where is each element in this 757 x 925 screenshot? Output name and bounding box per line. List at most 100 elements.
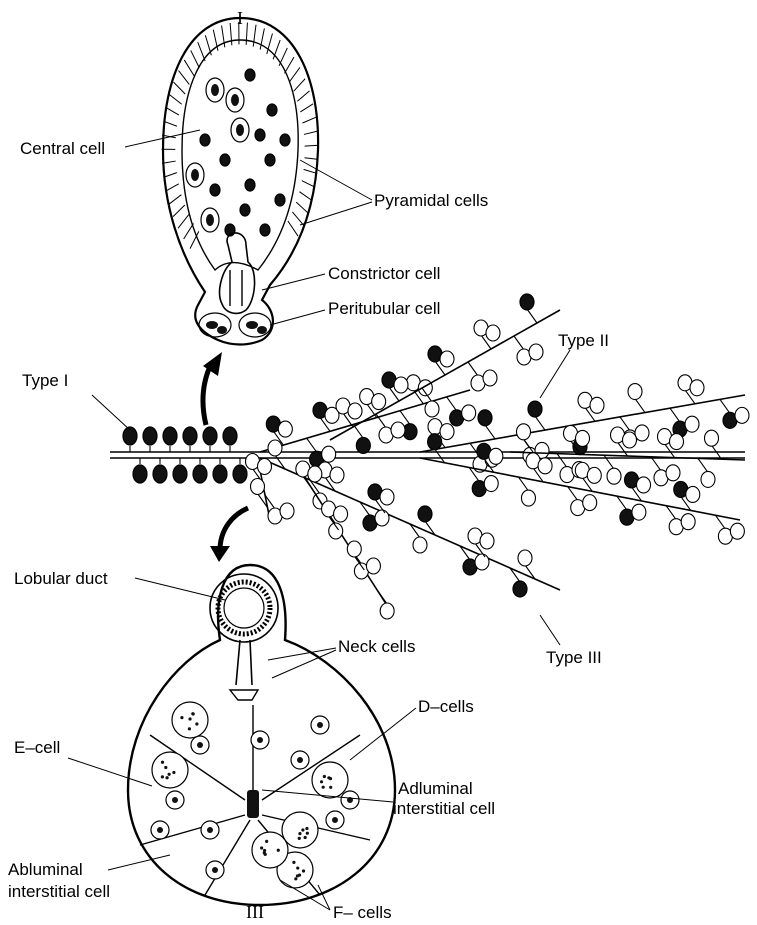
striation bbox=[285, 57, 294, 73]
acinus bbox=[528, 401, 542, 417]
striation bbox=[178, 215, 189, 229]
nucleus bbox=[260, 224, 270, 236]
acinus bbox=[163, 427, 177, 445]
duct-twig bbox=[377, 590, 387, 604]
granule bbox=[292, 861, 295, 864]
striation bbox=[299, 192, 312, 201]
granule bbox=[294, 877, 297, 880]
leader-type-ii bbox=[540, 350, 570, 398]
granule bbox=[207, 827, 213, 833]
acinus bbox=[440, 351, 454, 367]
granule bbox=[161, 761, 164, 764]
acinus bbox=[372, 394, 386, 410]
striation bbox=[163, 173, 176, 178]
duct-twig bbox=[651, 457, 661, 471]
acinus bbox=[428, 434, 442, 450]
granule bbox=[305, 827, 308, 830]
leader-peritubular-cell bbox=[270, 310, 325, 325]
acinus bbox=[637, 477, 651, 493]
striation bbox=[184, 223, 194, 239]
striation bbox=[246, 23, 247, 45]
granule bbox=[329, 786, 332, 789]
nucleolus bbox=[206, 214, 214, 226]
duct-twig bbox=[468, 362, 478, 376]
leader-type-iii bbox=[540, 615, 560, 645]
granule bbox=[264, 853, 267, 856]
acinus bbox=[483, 370, 497, 386]
striation bbox=[184, 60, 194, 76]
label-f-cells: F– cells bbox=[333, 903, 392, 922]
granule bbox=[323, 775, 326, 778]
duct-twig bbox=[635, 399, 645, 413]
acinus bbox=[322, 446, 336, 462]
granule bbox=[306, 832, 309, 835]
granule bbox=[195, 722, 198, 725]
striation bbox=[279, 48, 287, 66]
label-pyramidal-cells: Pyramidal cells bbox=[374, 191, 488, 210]
granule bbox=[298, 832, 301, 835]
nucleus bbox=[240, 204, 250, 216]
striation bbox=[253, 25, 256, 47]
acinus bbox=[356, 437, 370, 453]
acinus bbox=[628, 384, 642, 400]
duct-twig bbox=[307, 438, 317, 452]
duct-twig bbox=[535, 416, 545, 430]
acinus bbox=[380, 603, 394, 619]
acinus bbox=[681, 514, 695, 530]
acinus bbox=[425, 401, 439, 417]
granule bbox=[192, 712, 195, 715]
acinus bbox=[701, 471, 715, 487]
granule bbox=[257, 737, 263, 743]
granule bbox=[302, 869, 305, 872]
striation bbox=[289, 67, 299, 81]
acinus bbox=[280, 503, 294, 519]
striation bbox=[173, 205, 185, 217]
acinus bbox=[366, 558, 380, 574]
duct-twig bbox=[514, 336, 524, 350]
acinus bbox=[517, 424, 531, 440]
striation bbox=[166, 108, 179, 115]
granule bbox=[188, 727, 191, 730]
acinus bbox=[686, 486, 700, 502]
acinus bbox=[268, 440, 282, 456]
acinus bbox=[348, 403, 362, 419]
acinus bbox=[308, 466, 322, 482]
acinus bbox=[375, 510, 389, 526]
acinus bbox=[521, 490, 535, 506]
label-abluminal-line1: Abluminal bbox=[8, 860, 83, 879]
acinus bbox=[394, 377, 408, 393]
striation bbox=[198, 42, 205, 61]
granule bbox=[188, 717, 191, 720]
striation bbox=[304, 169, 317, 173]
label-e-cell: E–cell bbox=[14, 738, 60, 757]
striation bbox=[230, 23, 232, 45]
acinus bbox=[475, 554, 489, 570]
acinus bbox=[347, 541, 361, 557]
label-lobular-duct: Lobular duct bbox=[14, 569, 108, 588]
acinus bbox=[685, 416, 699, 432]
arrow-down-to-type-iii bbox=[210, 508, 248, 562]
leader-e-cell bbox=[68, 758, 152, 786]
acinus bbox=[480, 533, 494, 549]
label-peritubular-cell: Peritubular cell bbox=[328, 299, 440, 318]
granule bbox=[180, 716, 183, 719]
striation bbox=[292, 212, 303, 225]
nucleolus bbox=[236, 124, 244, 136]
nucleolus bbox=[231, 94, 239, 106]
striation bbox=[205, 35, 211, 55]
granule bbox=[277, 849, 280, 852]
granule bbox=[320, 780, 323, 783]
granule bbox=[265, 840, 268, 843]
acinus bbox=[690, 380, 704, 396]
arrow-up-to-type-i bbox=[203, 352, 222, 425]
nucleus bbox=[255, 129, 265, 141]
striation bbox=[288, 221, 298, 236]
acinus bbox=[334, 506, 348, 522]
duct-twig bbox=[670, 408, 680, 422]
nucleus bbox=[265, 154, 275, 166]
duct-twig bbox=[447, 397, 457, 411]
granule bbox=[172, 797, 178, 803]
leader-type-i bbox=[92, 395, 130, 430]
duct-twig bbox=[557, 454, 567, 468]
nucleus bbox=[280, 134, 290, 146]
